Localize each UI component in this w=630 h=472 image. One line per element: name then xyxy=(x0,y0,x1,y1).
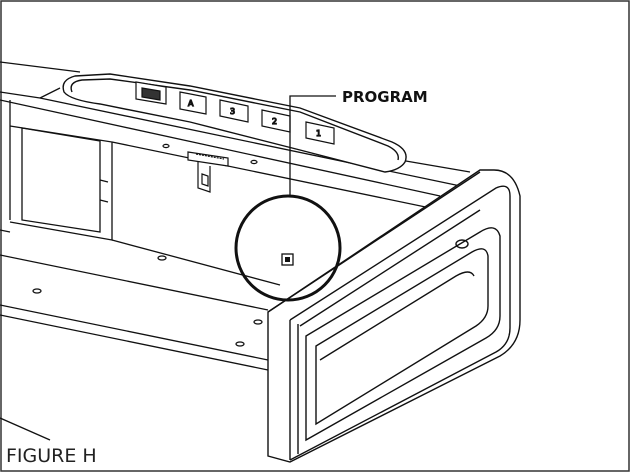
keypad-key-3-label: 3 xyxy=(230,107,235,116)
safe-floor xyxy=(0,254,269,441)
latch-bracket xyxy=(162,143,258,193)
program-leader-line xyxy=(289,95,336,196)
keypad-key-a-label: A xyxy=(188,99,194,108)
keypad-key-1: 1 xyxy=(305,121,335,145)
keypad-keys: A 3 2 1 xyxy=(135,81,335,145)
figure-caption: FIGURE H xyxy=(6,445,97,467)
program-label: PROGRAM xyxy=(342,88,428,106)
keypad-key-a: A xyxy=(179,91,207,115)
program-callout-circle xyxy=(234,194,342,302)
keypad-key-2-label: 2 xyxy=(272,117,277,126)
safe-top-edge xyxy=(0,61,471,197)
keypad-key-3: 3 xyxy=(219,99,249,123)
safe-handle xyxy=(267,169,521,463)
program-button xyxy=(281,253,294,266)
keypad-display xyxy=(135,81,167,105)
keypad-key-1-label: 1 xyxy=(316,129,321,138)
